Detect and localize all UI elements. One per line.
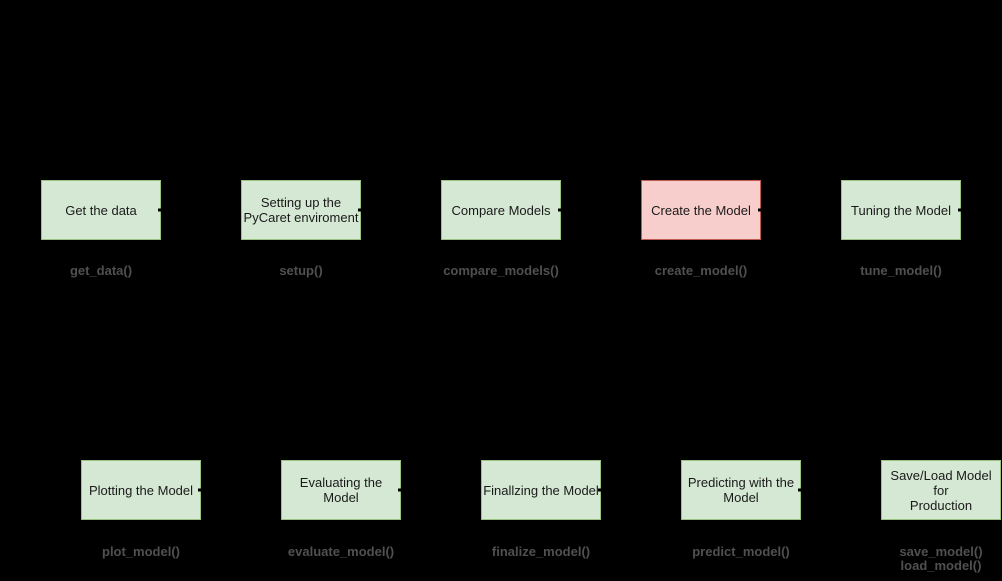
- step-box-tuning-the-model: Tuning the Model: [841, 180, 961, 240]
- step-box-finalizing-the-model: Finallzing the Model: [481, 460, 601, 520]
- function-label-create-model: create_model(): [654, 263, 748, 278]
- step-label-tuning-the-model: Tuning the Model: [851, 202, 951, 218]
- function-label-plot-model: plot_model(): [102, 544, 180, 559]
- step-box-get-the-data: Get the data: [41, 180, 161, 240]
- step-box-evaluating-the-model: Evaluating the Model: [281, 460, 401, 520]
- function-label-compare-models: compare_models(): [443, 263, 559, 278]
- step-label-compare-models: Compare Models: [451, 202, 551, 218]
- function-label-get-data: get_data(): [69, 263, 133, 278]
- step-label-predicting-with-the-model: Predicting with the Model: [687, 475, 795, 505]
- step-box-create-the-model: Create the Model: [641, 180, 761, 240]
- step-label-get-the-data: Get the data: [65, 202, 137, 218]
- function-label-evaluate-model: evaluate_model(): [287, 544, 395, 559]
- step-label-finalizing-the-model: Finallzing the Model: [483, 482, 599, 498]
- step-box-save-load-model: Save/Load Model for Production: [881, 460, 1001, 520]
- function-label-finalize-model: finalize_model(): [491, 544, 591, 559]
- function-label-save-load-model: save_model() load_model(): [899, 544, 983, 573]
- step-label-create-the-model: Create the Model: [651, 202, 751, 218]
- step-label-setup-environment: Setting up the PyCaret enviroment: [243, 195, 359, 225]
- function-label-setup: setup(): [279, 263, 323, 278]
- function-label-predict-model: predict_model(): [692, 544, 790, 559]
- step-box-predicting-with-the-model: Predicting with the Model: [681, 460, 801, 520]
- function-label-tune-model: tune_model(): [860, 263, 942, 278]
- step-box-plotting-the-model: Plotting the Model: [81, 460, 201, 520]
- step-box-compare-models: Compare Models: [441, 180, 561, 240]
- step-label-evaluating-the-model: Evaluating the Model: [299, 475, 383, 505]
- step-box-setup-environment: Setting up the PyCaret enviroment: [241, 180, 361, 240]
- step-label-save-load-model: Save/Load Model for Production: [890, 467, 992, 513]
- step-label-plotting-the-model: Plotting the Model: [88, 482, 194, 498]
